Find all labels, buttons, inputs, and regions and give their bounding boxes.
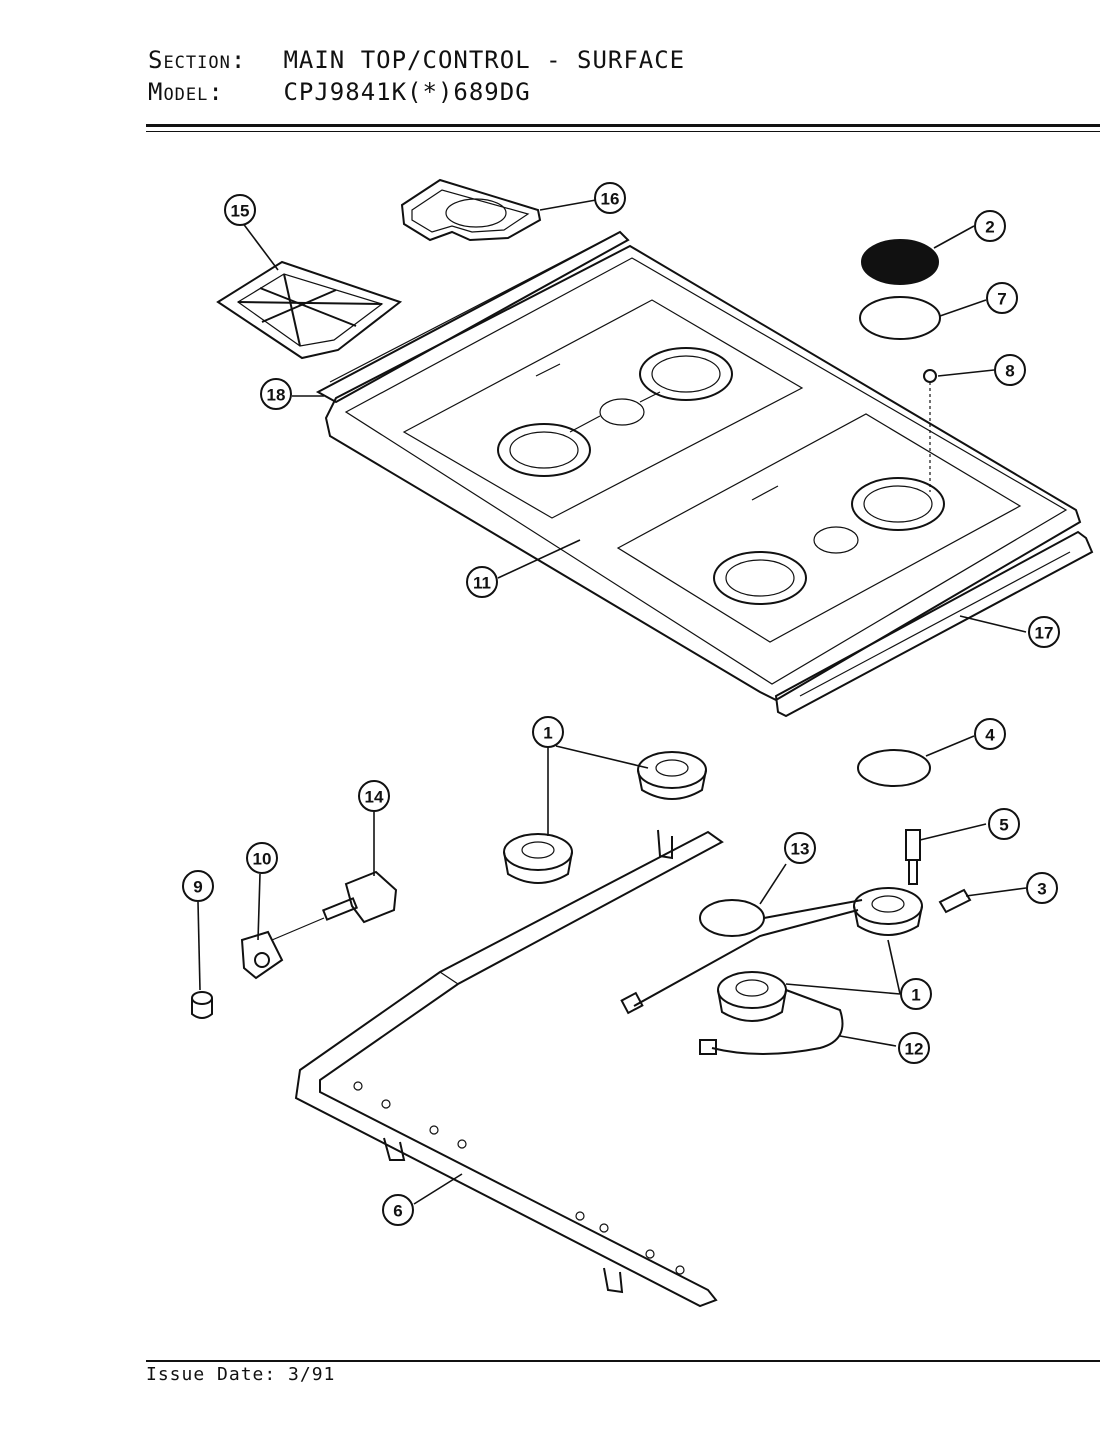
grate-part [216,260,403,360]
svg-text:2: 2 [985,218,994,237]
trim-ring-part [859,296,941,340]
header-rule-thin [146,131,1100,132]
section-row: Section: MAIN TOP/CONTROL - SURFACE [148,44,1078,76]
footer-rule [146,1360,1100,1362]
svg-text:3: 3 [1037,880,1046,899]
manifold-part [294,829,724,1308]
model-value: CPJ9841K(*)689DG [283,78,531,106]
svg-text:1: 1 [543,724,552,743]
leader-lines [197,199,1027,1205]
callout-7: 7 [986,282,1018,314]
header-rule-thick [146,124,1100,127]
screw-part [923,369,937,492]
model-label: Model: [148,78,224,106]
svg-text:1: 1 [911,986,920,1005]
o-ring-part [857,749,931,787]
svg-text:5: 5 [999,816,1008,835]
svg-text:15: 15 [231,202,250,221]
callout-11: 11 [466,566,498,598]
svg-text:9: 9 [193,878,202,897]
section-value: MAIN TOP/CONTROL - SURFACE [283,46,686,74]
callout-2: 2 [974,210,1006,242]
callout-15: 15 [224,194,256,226]
bracket-part [240,930,284,980]
svg-text:11: 11 [473,574,491,593]
surface-burners-part [503,751,923,1022]
control-trim-part [774,530,1094,718]
svg-text:6: 6 [393,1202,402,1221]
callout-14: 14 [358,780,390,812]
igniter-part [905,829,921,885]
svg-text:12: 12 [905,1040,924,1059]
main-top-part [324,244,1082,702]
callout-12: 12 [898,1032,930,1064]
svg-text:16: 16 [601,190,620,209]
callout-18: 18 [260,378,292,410]
callout-13: 13 [784,832,816,864]
svg-text:8: 8 [1005,362,1014,381]
callout-5: 5 [988,808,1020,840]
issue-date: Issue Date: 3/91 [146,1364,336,1385]
callout-17: 17 [1028,616,1060,648]
svg-text:7: 7 [997,290,1006,309]
valve-part [271,870,398,941]
page-header: Section: MAIN TOP/CONTROL - SURFACE Mode… [148,44,1078,108]
callout-9: 9 [182,870,214,902]
callout-6: 6 [382,1194,414,1226]
svg-text:14: 14 [365,788,384,807]
ignition-tube-part [620,899,863,1015]
callout-1-lower: 1 [900,978,932,1010]
knob-part [191,991,213,1019]
burner-liner-part [400,178,542,242]
svg-text:4: 4 [985,726,995,745]
section-label: Section: [148,46,247,74]
callout-10: 10 [246,842,278,874]
rear-trim-part [315,230,630,404]
svg-text:17: 17 [1035,624,1054,643]
burner-cap-part [861,239,939,285]
clip-part [938,888,972,914]
callout-4: 4 [974,718,1006,750]
callout-1-upper: 1 [532,716,564,748]
gas-tube-part [699,989,844,1055]
callout-3: 3 [1026,872,1058,904]
model-row: Model: CPJ9841K(*)689DG [148,76,1078,108]
svg-text:18: 18 [267,386,286,405]
callout-16: 16 [594,182,626,214]
callout-8: 8 [994,354,1026,386]
svg-text:10: 10 [253,850,272,869]
svg-text:13: 13 [791,840,810,859]
